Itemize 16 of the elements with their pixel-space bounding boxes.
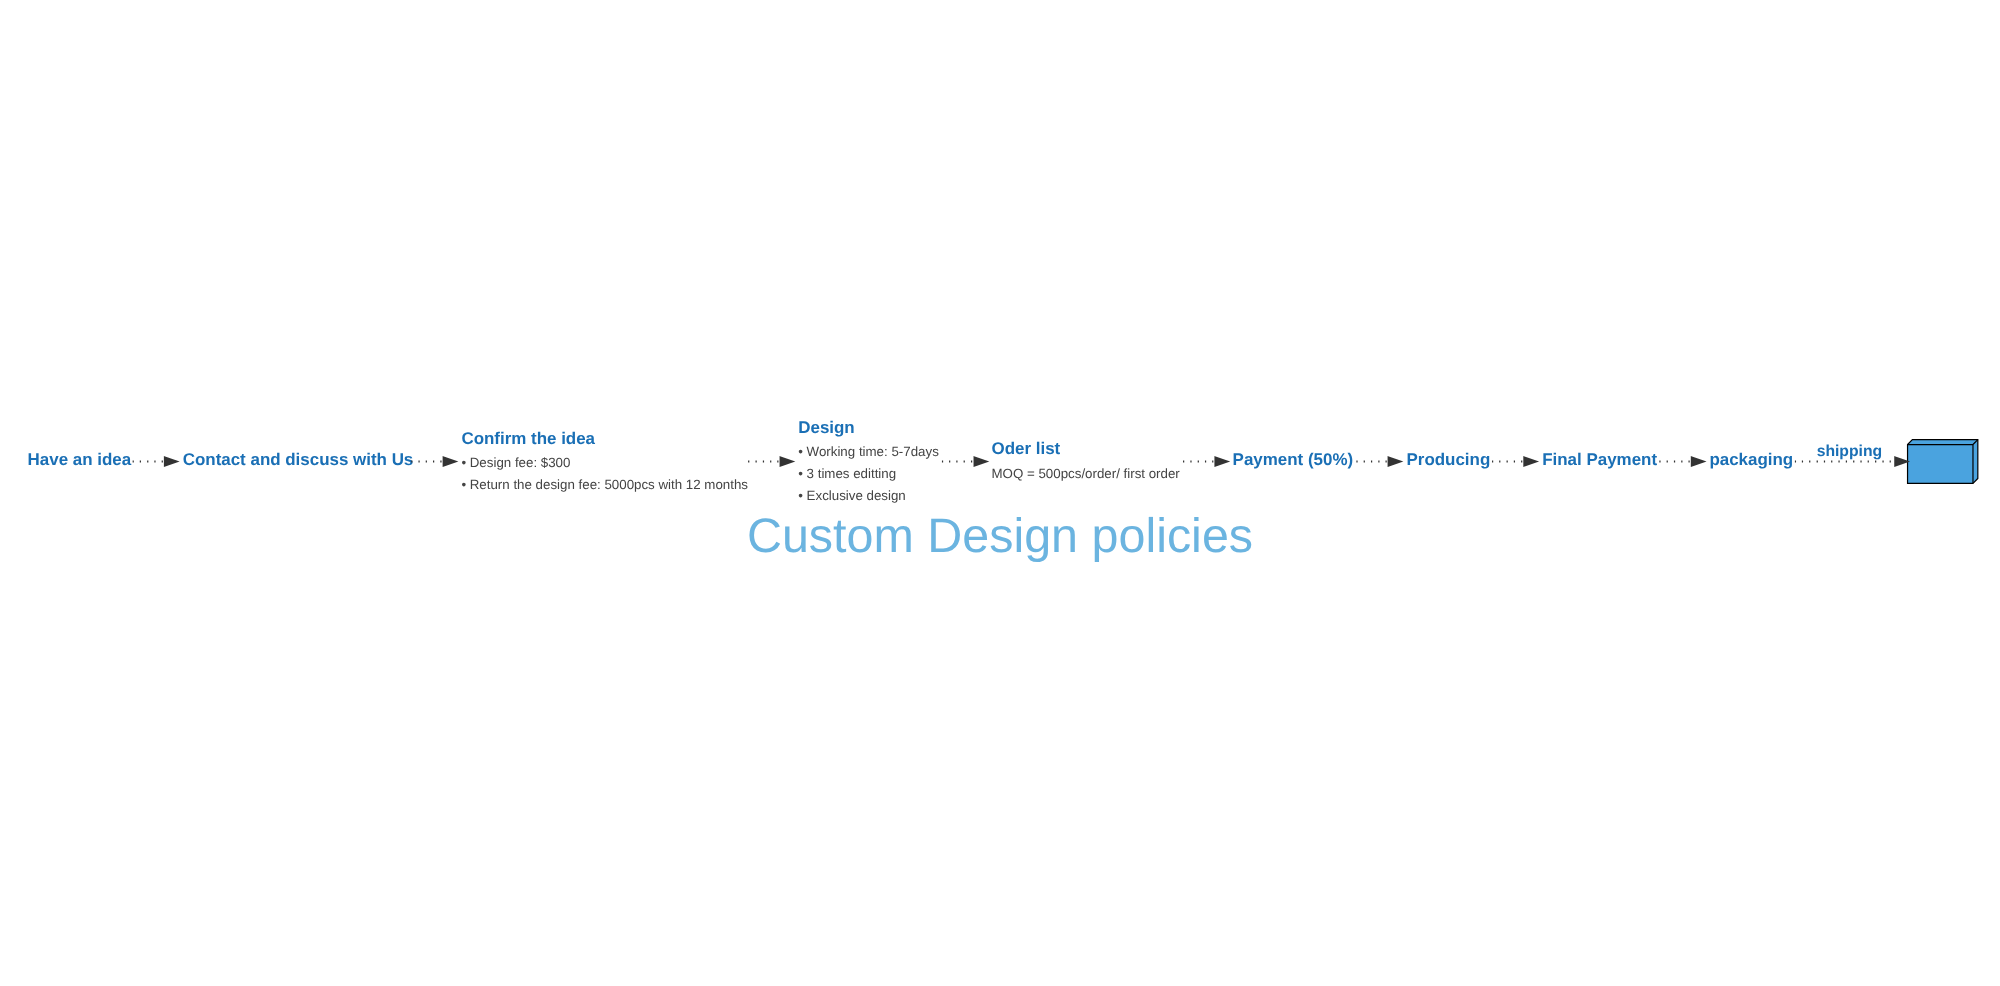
arrow bbox=[1491, 455, 1540, 468]
arrow bbox=[747, 455, 796, 468]
arrow bbox=[410, 455, 459, 468]
node-text: Have an idea bbox=[27, 449, 132, 470]
arrow bbox=[1355, 455, 1404, 468]
node-text: packaging bbox=[1709, 449, 1794, 470]
arrow bbox=[941, 455, 990, 468]
arrow bbox=[131, 455, 180, 468]
arrow bbox=[1658, 455, 1707, 468]
node-text: Final Payment bbox=[1542, 449, 1658, 470]
arrow bbox=[1182, 455, 1231, 468]
diagram-title: Custom Design policies bbox=[746, 509, 1254, 564]
node-text: Producing bbox=[1406, 449, 1491, 470]
arrow bbox=[1794, 455, 1911, 468]
node-text: Payment (50%) bbox=[1232, 449, 1354, 470]
node-text: Contact and discuss with Us bbox=[182, 449, 414, 470]
